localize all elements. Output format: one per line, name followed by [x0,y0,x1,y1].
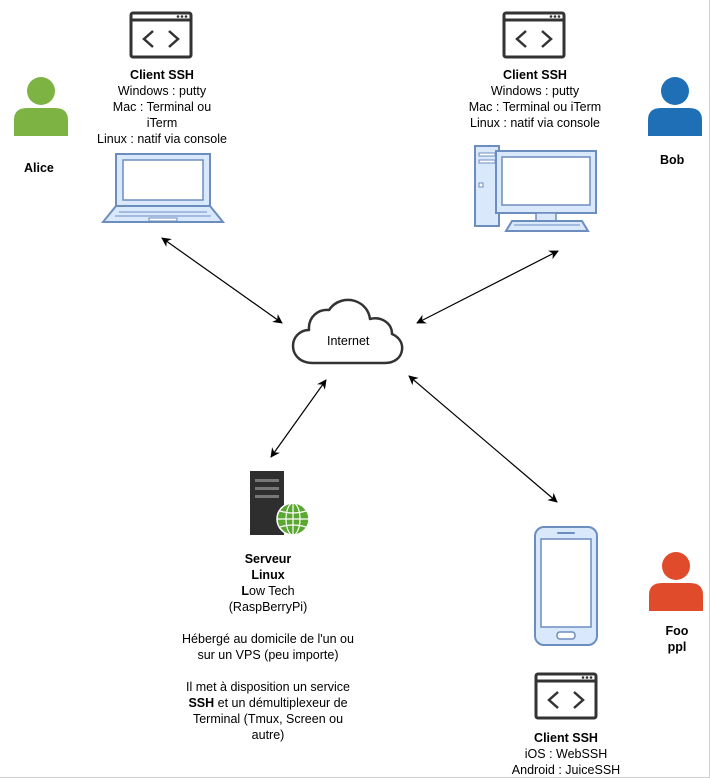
bob-name: Bob [660,153,685,167]
server-hardware: (RaspBerryPi) [228,600,308,614]
server-globe-icon [250,471,310,536]
arrow-server-internet [270,379,327,458]
server-lowtech: Low Tech [162,583,374,599]
user-icon-alice [14,77,68,136]
code-window-icon-alice [129,11,193,59]
server-description: Serveur Linux Low Tech (RaspBerryPi) Héb… [162,551,374,743]
cloud-icon [291,298,404,365]
code-window-icon-foo [534,672,598,720]
code-window-icon-bob [502,11,566,59]
user-icon-foo [649,552,703,611]
server-service-line2: SSH et un démultiplexeur de [162,695,374,711]
foo-client-line: iOS : WebSSH [524,747,608,761]
internet-label: Internet [327,334,370,348]
alice-client-line: Mac : Terminal ou iTerm [112,100,212,130]
bob-client-ssh-label: Client SSH Windows : putty Mac : Termina… [468,67,602,131]
foo-client-line: Android : JuiceSSH [511,763,621,777]
server-title-line1: Serveur [244,552,292,566]
laptop-icon [100,153,226,223]
foo-name-line2: ppl [667,640,687,654]
server-lowtech-first: L [241,584,249,598]
alice-client-line: Linux : natif via console [97,132,227,146]
arrow-alice-internet [161,237,283,324]
server-service-line2-rest: et un démultiplexeur de [214,696,348,710]
alice-name: Alice [24,161,54,175]
alice-client-title: Client SSH [130,68,194,82]
bob-client-line: Windows : putty [490,84,580,98]
server-service-line4: autre) [251,728,285,742]
user-icon-bob [648,77,702,136]
spacer [162,663,374,679]
bob-client-line: Linux : natif via console [470,116,600,130]
arrow-foo-internet [408,375,558,503]
spacer [162,615,374,631]
server-service-line3: Terminal (Tmux, Screen ou [192,712,344,726]
server-service-ssh: SSH [188,696,215,710]
server-hosted-line1: Hébergé au domicile de l'un ou [182,632,354,646]
foo-name: Foo ppl [657,623,697,655]
alice-client-ssh-label: Client SSH Windows : putty Mac : Termina… [96,67,228,147]
foo-client-title: Client SSH [534,731,598,745]
desktop-computer-icon [474,145,597,232]
foo-client-ssh-label: Client SSH iOS : WebSSH Android : JuiceS… [500,730,632,778]
alice-client-line: Windows : putty [117,84,207,98]
bob-client-title: Client SSH [503,68,567,82]
bob-client-line: Mac : Terminal ou iTerm [468,100,602,114]
server-lowtech-rest: ow Tech [249,584,295,598]
server-hosted-line2: sur un VPS (peu importe) [197,648,339,662]
server-service-line1: Il met à disposition un service [186,680,350,694]
server-title-line2: Linux [251,568,285,582]
smartphone-icon [534,526,598,646]
foo-name-line1: Foo [665,624,689,638]
arrow-bob-internet [416,250,559,324]
